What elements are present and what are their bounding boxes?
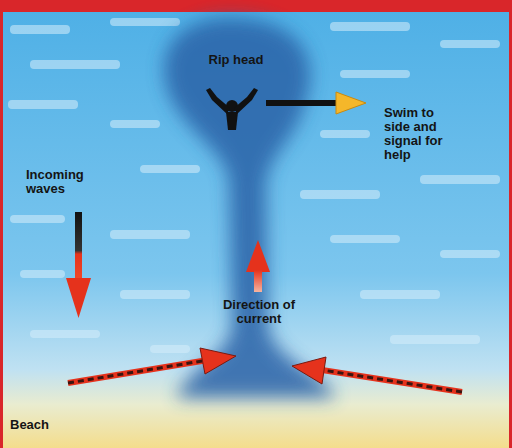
sea-background bbox=[3, 12, 509, 448]
current-direction-label: Direction of current bbox=[206, 298, 312, 326]
incoming-waves-label: Incoming waves bbox=[26, 168, 106, 196]
rip-current-plume bbox=[164, 18, 336, 398]
converging-arrow-left bbox=[68, 348, 236, 383]
swim-to-side-arrow bbox=[266, 92, 366, 114]
current-direction-arrow bbox=[246, 240, 270, 292]
beach-label: Beach bbox=[10, 418, 90, 432]
incoming-waves-arrow bbox=[66, 212, 91, 318]
rip-head-label: Rip head bbox=[196, 53, 276, 67]
instruction-label: Swim to side and signal for help bbox=[384, 106, 460, 162]
swimmer-silhouette bbox=[206, 88, 258, 130]
converging-arrow-right bbox=[292, 357, 462, 392]
